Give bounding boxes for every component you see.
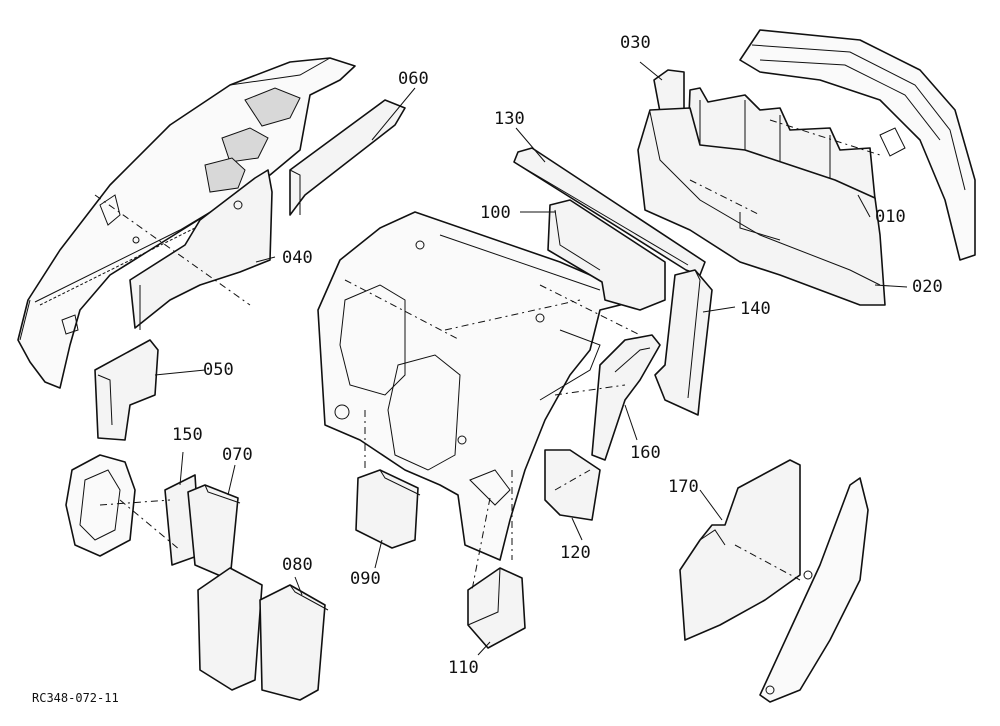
side-cover-panel: [759, 477, 869, 703]
upper-right-fender-panel: [739, 29, 976, 261]
callout-080: 080: [282, 555, 313, 575]
callout-030: 030: [620, 33, 651, 53]
callout-100: 100: [480, 203, 511, 223]
part-170: [679, 459, 801, 641]
part-090: [355, 469, 421, 549]
callout-130: 130: [494, 109, 525, 129]
callout-010: 010: [875, 207, 906, 227]
callout-090: 090: [350, 569, 381, 589]
callout-170: 170: [668, 477, 699, 497]
part-110: [467, 567, 526, 649]
part-140: [654, 269, 713, 416]
part-060: [289, 99, 406, 216]
callout-070: 070: [222, 445, 253, 465]
callout-140: 140: [740, 299, 771, 319]
part-100: [547, 199, 666, 311]
left-hood-side-panel: [17, 57, 356, 389]
callout-150: 150: [172, 425, 203, 445]
part-030: [653, 69, 685, 113]
callout-020: 020: [912, 277, 943, 297]
drawing-reference: RC348-072-11: [32, 691, 119, 705]
callout-160: 160: [630, 443, 661, 463]
callout-040: 040: [282, 248, 313, 268]
part-150: [65, 454, 201, 566]
part-070: [187, 484, 241, 581]
part-120: [544, 449, 601, 521]
leader-lines: [154, 61, 908, 656]
callout-110: 110: [448, 658, 479, 678]
center-dash-frame: [317, 211, 641, 561]
callout-060: 060: [398, 69, 429, 89]
callout-120: 120: [560, 543, 591, 563]
part-160: [591, 334, 661, 461]
part-020: [637, 107, 886, 306]
part-080: [197, 567, 329, 701]
callout-050: 050: [203, 360, 234, 380]
part-050: [94, 339, 159, 441]
part-040: [129, 169, 273, 330]
